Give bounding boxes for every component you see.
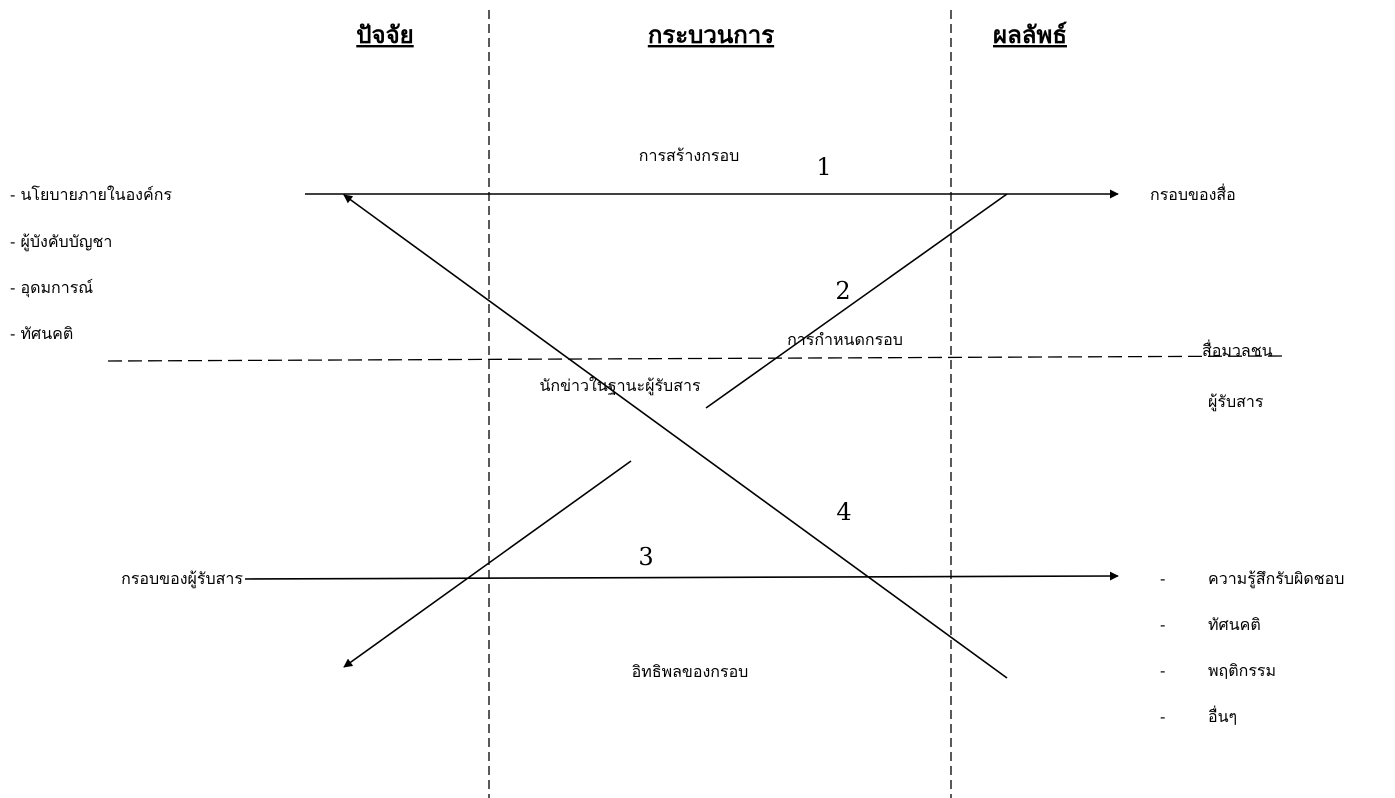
heading-factors: ปัจจัย xyxy=(356,20,413,49)
outcome-media-frame: กรอบของสื่อ xyxy=(1150,183,1236,204)
bullet-dash: - xyxy=(1160,661,1165,680)
arrow-3-down-left xyxy=(343,460,632,668)
factor-item: - นโยบายภายในองค์กร xyxy=(10,185,172,204)
outcome-mass-media: สื่อมวลชน xyxy=(1202,339,1273,360)
outcome-audience: ผู้รับสาร xyxy=(1208,392,1264,412)
effect-item: ทัศนคติ xyxy=(1208,615,1261,634)
label-frame-building: การสร้างกรอบ xyxy=(639,146,739,165)
arrow-number-1: 1 xyxy=(816,153,831,181)
bullet-dash: - xyxy=(1160,615,1165,634)
arrow-number-3: 3 xyxy=(638,543,653,571)
effect-item: ความรู้สึกรับผิดชอบ xyxy=(1208,569,1344,589)
factor-item: - อุดมการณ์ xyxy=(10,278,93,298)
label-framing-effects: อิทธิพลของกรอบ xyxy=(632,662,749,681)
effect-item: พฤติกรรม xyxy=(1208,661,1276,680)
label-frame-setting: การกำหนดกรอบ xyxy=(787,330,903,349)
arrow-4-feedback xyxy=(343,194,1008,679)
arrow-receiver-frame xyxy=(244,571,1119,581)
heading-process: กระบวนการ xyxy=(648,20,774,49)
arrow-number-2: 2 xyxy=(835,277,850,305)
bullet-dash: - xyxy=(1160,707,1165,726)
arrow-number-4: 4 xyxy=(836,498,851,526)
bullet-dash: - xyxy=(1160,569,1165,588)
label-receiver-frame: กรอบของผู้รับสาร xyxy=(121,569,243,589)
heading-result: ผลลัพธ์ xyxy=(993,20,1067,49)
factor-item: - ทัศนคติ xyxy=(10,324,73,343)
horizontal-separator xyxy=(107,355,1283,362)
factor-item: - ผู้บังคับบัญชา xyxy=(10,232,112,252)
effect-item: อื่นๆ xyxy=(1208,705,1237,726)
label-journalist-as-receiver: นักข่าวในฐานะผู้รับสาร xyxy=(539,376,701,396)
arrow-2-frame-setting xyxy=(705,193,1008,409)
